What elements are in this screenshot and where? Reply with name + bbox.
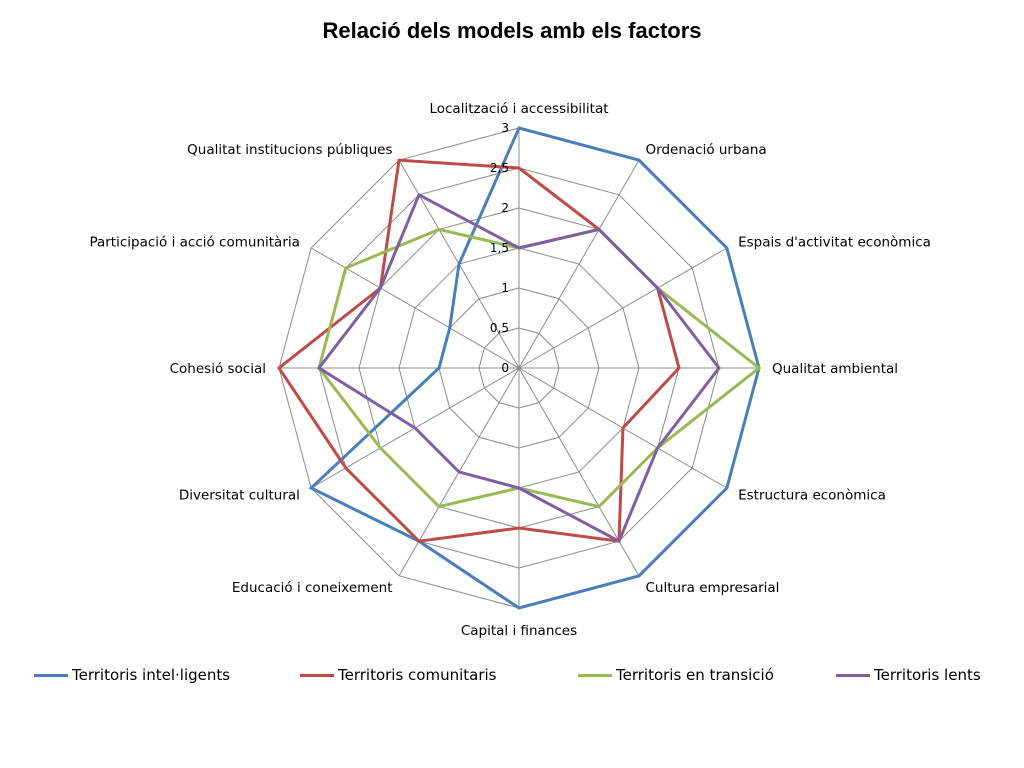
axis-label: Diversitat cultural	[179, 488, 300, 504]
axis-label: Educació i coneixement	[232, 580, 393, 596]
radar-grid	[278, 127, 760, 609]
chart-legend: Territoris intel·ligents Territoris comun…	[0, 662, 1024, 692]
legend-item: Territoris lents	[836, 662, 981, 688]
series-line	[316, 192, 721, 544]
axis-label: Localització i accessibilitat	[429, 101, 608, 117]
legend-item: Territoris intel·ligents	[34, 662, 230, 688]
legend-label: Territoris lents	[874, 666, 981, 684]
radar-chart: 0 0,5 1 1,5 2 2,5 3 Localització i accessibili…	[89, 101, 930, 639]
axis-label: Qualitat ambiental	[772, 361, 898, 377]
axis-label: Capital i finances	[461, 623, 577, 639]
radar-tick-labels: 0 0,5 1 1,5 2 2,5 3	[490, 121, 509, 375]
legend-label: Territoris intel·ligents	[72, 666, 231, 684]
tick-label: 3	[501, 121, 509, 135]
tick-label: 2,5	[490, 161, 509, 175]
legend-label: Territoris comunitaris	[338, 666, 497, 684]
legend-swatch	[300, 673, 334, 677]
grid-spoke	[310, 247, 520, 369]
series-line	[308, 126, 761, 610]
legend-item: Territoris en transició	[578, 662, 774, 688]
legend-swatch	[836, 673, 870, 677]
tick-label: 2	[501, 201, 509, 215]
grid-spoke	[518, 247, 728, 369]
tick-label: 1,5	[490, 241, 509, 255]
tick-label: 0,5	[490, 321, 509, 335]
tick-label: 0	[501, 361, 509, 375]
axis-label: Ordenació urbana	[646, 142, 767, 158]
legend-item: Territoris comunitaris	[300, 662, 497, 688]
axis-label: Qualitat institucions públiques	[187, 142, 392, 158]
axis-label: Cohesió social	[170, 361, 266, 377]
legend-swatch	[34, 673, 68, 677]
tick-label: 1	[501, 281, 509, 295]
axis-label: Participació i acció comunitària	[89, 235, 299, 251]
chart-title: Relació dels models amb els factors	[322, 18, 702, 43]
radar-series	[276, 126, 762, 610]
axis-label: Estructura econòmica	[738, 488, 886, 504]
grid-spoke	[518, 159, 640, 369]
legend-swatch	[578, 673, 612, 677]
axis-label: Cultura empresarial	[646, 580, 780, 596]
legend-label: Territoris en transició	[616, 666, 774, 684]
axis-label: Espais d'activitat econòmica	[738, 235, 931, 251]
